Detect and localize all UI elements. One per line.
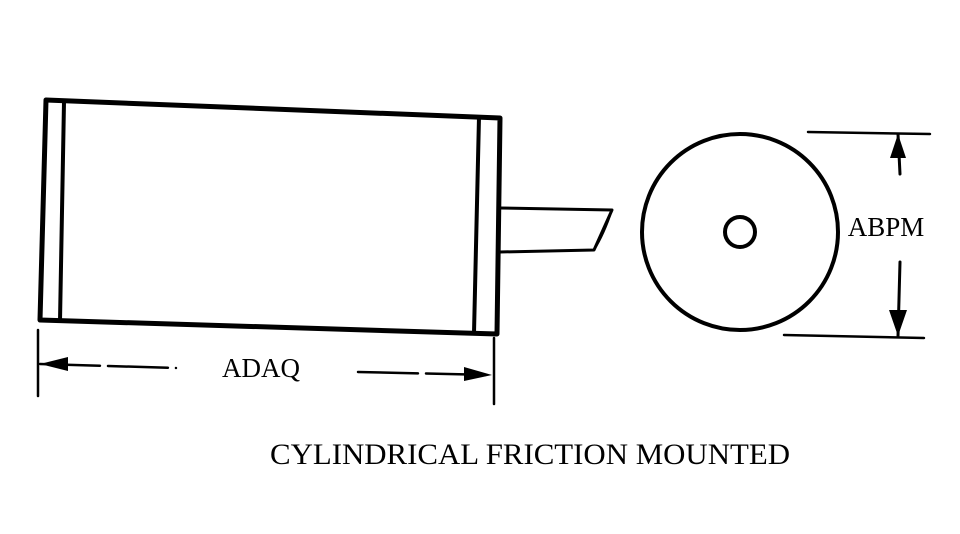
length-arrowhead-left: [40, 357, 68, 371]
left-end-cap-line: [58, 100, 66, 323]
diagram-caption: CYLINDRICAL FRICTION MOUNTED: [270, 438, 790, 471]
shaft-outline: [498, 206, 614, 254]
length-dimension-label: ADAQ: [222, 353, 300, 383]
length-dimension: [36, 328, 496, 406]
end-view-bore-circle: [723, 215, 757, 249]
diameter-arrowhead-bottom: [889, 310, 907, 336]
right-end-cap-line: [472, 115, 481, 335]
cylinder-side-view: [37, 97, 614, 337]
cylinder-body-outline: [37, 97, 503, 337]
shaft-end-bevel: [593, 209, 613, 251]
diameter-extension-top: [806, 130, 932, 136]
cylinder-end-view: [640, 132, 840, 332]
diameter-arrowhead-top: [890, 134, 906, 158]
diameter-dimension: [782, 130, 932, 340]
diameter-extension-bottom: [782, 333, 926, 340]
diameter-dimension-label: ABPM: [848, 212, 925, 242]
length-arrowhead-right: [464, 367, 492, 381]
end-view-outer-circle: [640, 132, 840, 332]
